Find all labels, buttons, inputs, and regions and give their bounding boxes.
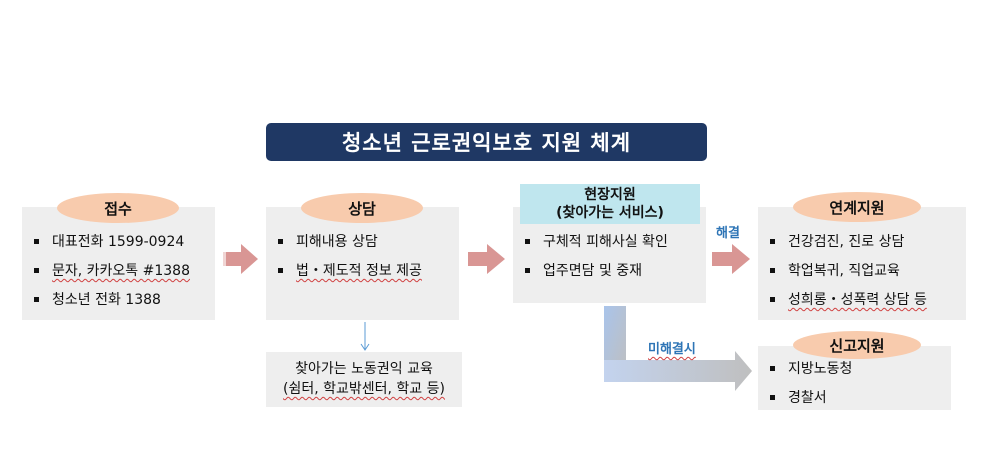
linked-box: 건강검진, 진로 상담 학업복귀, 직업교육 성희롱・성폭력 상담 등 (758, 207, 966, 320)
report-box: 지방노동청 경찰서 (758, 346, 951, 410)
education-box: 찾아가는 노동권익 교육 (쉼터, 학교밖센터, 학교 등) (266, 352, 462, 407)
list-item: 경찰서 (766, 388, 951, 417)
arrow-onsite-to-report (604, 306, 752, 391)
list-item: 성희롱・성폭력 상담 등 (766, 290, 966, 319)
list-item: 구체적 피해사실 확인 (521, 232, 706, 261)
list-item: 업주면담 및 중재 (521, 261, 706, 290)
arrow-onsite-to-linked (712, 244, 750, 274)
list-item: 건강검진, 진로 상담 (766, 232, 966, 261)
edge-label-resolved: 해결 (716, 226, 740, 241)
onsite-label-line2: (찾아가는 서비스) (556, 205, 664, 221)
intake-label: 접수 (57, 193, 179, 223)
education-line2: (쉼터, 학교밖센터, 학교 등) (283, 381, 445, 397)
list-item: 지방노동청 (766, 359, 951, 388)
report-list: 지방노동청 경찰서 (758, 346, 951, 417)
page-title: 청소년 근로권익보호 지원 체계 (266, 123, 707, 161)
onsite-label-line1: 현장지원 (584, 187, 636, 203)
intake-box: 대표전화 1599-0924 문자, 카카오톡 #1388 청소년 전화 138… (22, 207, 215, 320)
list-item: 청소년 전화 1388 (30, 290, 215, 319)
linked-label: 연계지원 (793, 192, 921, 222)
list-item: 문자, 카카오톡 #1388 (30, 261, 215, 290)
onsite-list: 구체적 피해사실 확인 업주면담 및 중재 (513, 207, 706, 290)
list-item: 대표전화 1599-0924 (30, 232, 215, 261)
counsel-list: 피해내용 상담 법・제도적 정보 제공 (266, 207, 459, 290)
counsel-label: 상담 (301, 193, 423, 223)
report-label: 신고지원 (793, 331, 921, 359)
education-line1: 찾아가는 노동권익 교육 (295, 361, 433, 377)
arrow-intake-to-counsel (223, 244, 258, 274)
list-item: 법・제도적 정보 제공 (274, 261, 459, 290)
intake-list: 대표전화 1599-0924 문자, 카카오톡 #1388 청소년 전화 138… (22, 207, 215, 319)
list-item: 학업복귀, 직업교육 (766, 261, 966, 290)
linked-list: 건강검진, 진로 상담 학업복귀, 직업교육 성희롱・성폭력 상담 등 (758, 207, 966, 319)
arrow-counsel-to-education (360, 322, 370, 351)
arrow-counsel-to-onsite (468, 244, 505, 274)
counsel-box: 피해내용 상담 법・제도적 정보 제공 (266, 207, 459, 320)
list-item: 피해내용 상담 (274, 232, 459, 261)
onsite-label: 현장지원 (찾아가는 서비스) (520, 184, 700, 224)
edge-label-unresolved: 미해결시 (648, 342, 696, 357)
